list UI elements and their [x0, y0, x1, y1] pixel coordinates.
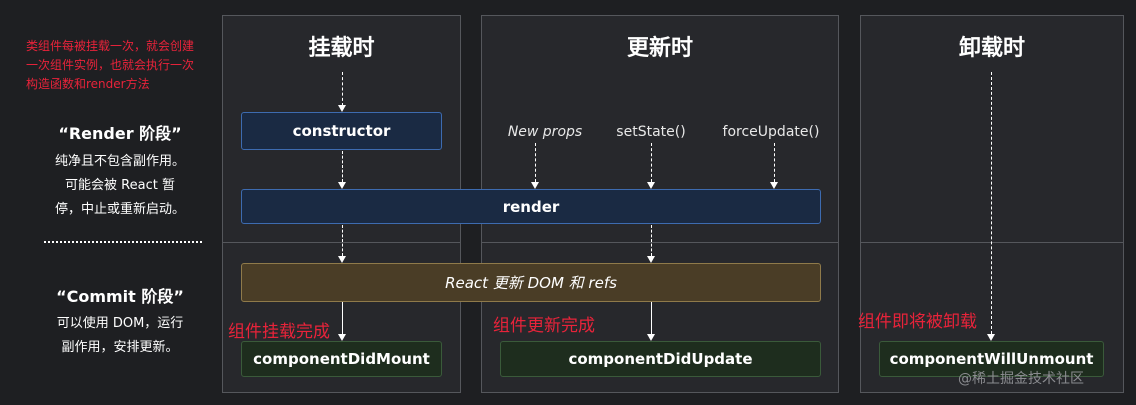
set-state-trigger: setState()	[616, 124, 686, 140]
render-phase-desc-line: 可能会被 React 暂	[65, 178, 175, 193]
red-annotation-line: 一次组件实例，也就会执行一次	[26, 58, 195, 72]
render-phase-title: “Render 阶段”	[58, 124, 182, 143]
constructor-node[interactable]: constructor	[241, 112, 442, 150]
commit-phase-description: 可以使用 DOM，运行 副作用，安排更新。	[20, 312, 220, 360]
arrow-head	[338, 182, 346, 189]
commit-phase-desc-line: 可以使用 DOM，运行	[56, 316, 184, 331]
red-annotation-line: 类组件每被挂载一次，就会创建	[26, 39, 195, 53]
render-node[interactable]: render	[241, 189, 821, 224]
component-did-update-node[interactable]: componentDidUpdate	[500, 341, 821, 377]
phase-separator	[44, 241, 202, 243]
mount-panel-divider	[223, 242, 460, 243]
arrow-head	[531, 182, 539, 189]
unmount-pending-note: 组件即将被卸载	[858, 312, 977, 332]
mount-complete-note: 组件挂载完成	[228, 322, 330, 342]
watermark: @稀土掘金技术社区	[958, 371, 1084, 387]
render-phase-desc-line: 停，中止或重新启动。	[54, 202, 185, 217]
component-did-mount-node[interactable]: componentDidMount	[241, 341, 442, 377]
unmount-phase-title: 卸载时	[958, 36, 1025, 61]
title-to-constructor-line	[342, 72, 343, 106]
arrow-head	[338, 256, 346, 263]
new-props-to-render-line	[535, 143, 536, 182]
arrow-head	[987, 334, 995, 341]
render-phase-desc-line: 纯净且不包含副作用。	[54, 154, 185, 169]
react-update-to-did-mount-line	[342, 302, 343, 334]
update-panel-divider	[482, 242, 838, 243]
component-will-unmount-node[interactable]: componentWillUnmount	[879, 341, 1104, 377]
constructor-to-render-line	[342, 151, 343, 182]
new-props-trigger: New props	[507, 124, 583, 140]
arrow-head	[647, 256, 655, 263]
react-update-to-did-update-line	[651, 302, 652, 334]
update-phase-title: 更新时	[626, 36, 693, 61]
arrow-head	[647, 334, 655, 341]
unmount-panel	[860, 15, 1124, 393]
arrow-head	[338, 334, 346, 341]
set-state-to-render-line	[651, 143, 652, 182]
update-complete-note: 组件更新完成	[493, 316, 595, 336]
arrow-head	[647, 182, 655, 189]
arrow-head	[338, 105, 346, 112]
mount-phase-title: 挂载时	[308, 36, 375, 61]
unmount-title-to-will-unmount-line	[991, 72, 992, 334]
react-updates-dom-node[interactable]: React 更新 DOM 和 refs	[241, 263, 821, 302]
render-phase-description: 纯净且不包含副作用。 可能会被 React 暂 停，中止或重新启动。	[20, 150, 220, 222]
render-to-react-update-line-mount	[342, 225, 343, 256]
force-update-to-render-line	[774, 143, 775, 182]
render-to-react-update-line-update	[651, 225, 652, 256]
commit-phase-title: “Commit 阶段”	[56, 287, 184, 306]
arrow-head	[770, 182, 778, 189]
commit-phase-desc-line: 副作用，安排更新。	[61, 340, 179, 355]
red-annotation: 类组件每被挂载一次，就会创建 一次组件实例，也就会执行一次 构造函数和rende…	[26, 37, 222, 94]
force-update-trigger: forceUpdate()	[722, 124, 820, 140]
red-annotation-line: 构造函数和render方法	[26, 77, 150, 91]
unmount-panel-divider	[861, 242, 1123, 243]
